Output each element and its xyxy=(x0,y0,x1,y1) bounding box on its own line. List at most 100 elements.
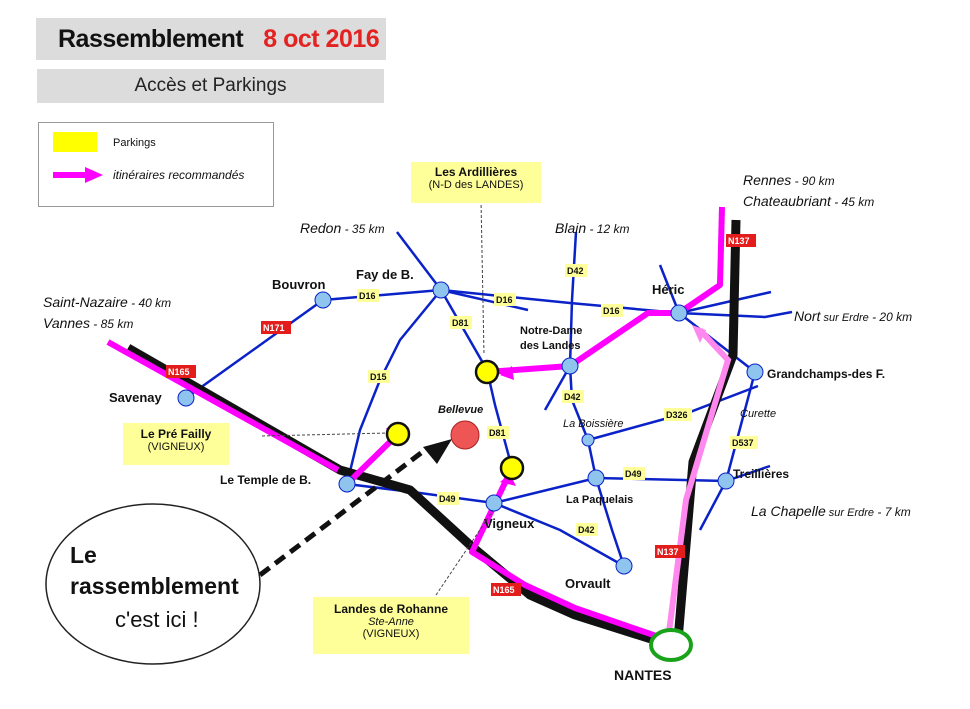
dest-saint-nazaire: Saint-Nazaire - 40 km xyxy=(43,294,171,310)
site-pointer xyxy=(258,448,427,577)
dest-la-chapelle: La Chapelle sur Erdre - 7 km xyxy=(751,503,911,519)
road-d16-c: D16 xyxy=(603,306,620,316)
page-title: Rassemblement xyxy=(58,24,244,53)
page-subtitle: Accès et Parkings xyxy=(134,75,287,96)
parking-ardillieres xyxy=(474,359,500,385)
node-grandchamps xyxy=(746,363,764,381)
label-la-boissiere: La Boissière xyxy=(563,418,624,430)
node-temple xyxy=(338,475,356,493)
label-notre-dame: Notre-Dame xyxy=(520,325,582,337)
callout-rohanne-name: Landes de Rohanne xyxy=(333,602,449,616)
label-curette: Curette xyxy=(740,408,776,420)
road-d49 xyxy=(346,464,771,505)
site-bellevue-marker xyxy=(450,420,480,450)
label-bellevue: Bellevue xyxy=(438,404,483,416)
parking-rohanne xyxy=(499,455,525,481)
road-d42-top: D42 xyxy=(567,266,584,276)
road-n171: N171 xyxy=(263,323,285,333)
callout-rohanne: Landes de Rohanne Ste-Anne (VIGNEUX) xyxy=(313,597,469,654)
dest-nort: Nort sur Erdre - 20 km xyxy=(794,308,912,324)
dest-redon: Redon - 35 km xyxy=(300,220,385,236)
subtitle-banner: Accès et Parkings xyxy=(37,69,384,103)
road-d16-west xyxy=(322,288,442,302)
road-labels: N137 D42 D16 D16 D16 N171 D81 N165 D15 D… xyxy=(166,234,758,596)
route-from-rennes xyxy=(486,206,725,375)
parking-pre-failly xyxy=(385,421,411,447)
place-labels: Bouvron Fay de B. Héric Notre-Dame des L… xyxy=(109,267,885,683)
ellipse-line1: Le xyxy=(70,542,97,568)
dest-chateaubriant: Chateaubriant - 45 km xyxy=(743,193,874,209)
node-fay xyxy=(432,281,450,299)
legend: Parkings itinéraires recommandés xyxy=(38,122,274,207)
road-d16-east xyxy=(440,288,680,315)
road-d42-mid: D42 xyxy=(564,392,581,402)
road-d326: D326 xyxy=(666,410,688,420)
node-paquelais xyxy=(587,469,605,487)
route-from-nantes xyxy=(469,466,669,643)
dest-vannes: Vannes - 85 km xyxy=(43,315,133,331)
arrowhead-rohanne xyxy=(500,474,516,486)
node-savenay xyxy=(177,389,195,407)
road-n165-b: N165 xyxy=(493,585,515,595)
road-n137-low: N137 xyxy=(657,547,679,557)
label-temple: Le Temple de B. xyxy=(220,473,311,487)
arrowhead-ardillieres xyxy=(500,366,514,380)
label-orvault: Orvault xyxy=(565,576,611,591)
legend-parkings-label: Parkings xyxy=(113,137,156,149)
parking-swatch xyxy=(53,132,97,152)
nantes-marker xyxy=(649,628,693,662)
dest-blain: Blain - 12 km xyxy=(555,220,629,236)
node-notre-dame xyxy=(561,357,579,375)
site-ellipse xyxy=(45,503,261,665)
road-heric-east xyxy=(678,290,772,315)
route-from-west xyxy=(106,339,340,473)
label-paquelais: La Paquelais xyxy=(566,494,633,506)
road-d42 xyxy=(568,231,626,567)
road-d49-a: D49 xyxy=(625,469,642,479)
label-bouvron: Bouvron xyxy=(272,277,326,292)
callout-pointers xyxy=(261,199,501,596)
callout-pre-failly-sub: (VIGNEUX) xyxy=(147,441,205,453)
title-banner: Rassemblement 8 oct 2016 xyxy=(36,18,386,60)
callout-ardillieres-sub: (N-D des LANDES) xyxy=(428,179,524,191)
ellipse-line3: c'est ici ! xyxy=(115,607,199,632)
dest-rennes: Rennes - 90 km xyxy=(743,172,835,188)
node-boissiere xyxy=(581,433,595,447)
event-date: 8 oct 2016 xyxy=(263,24,380,53)
callout-pre-failly: Le Pré Failly (VIGNEUX) xyxy=(123,423,229,465)
arrowhead-heric xyxy=(692,325,706,343)
road-d15 xyxy=(345,289,442,485)
node-treillieres xyxy=(717,472,735,490)
minor-place-labels: Curette La Boissière xyxy=(563,408,776,430)
label-savenay: Savenay xyxy=(109,390,163,405)
route-arrow-icon xyxy=(53,167,103,183)
label-treillieres: Treillières xyxy=(733,467,789,481)
destination-labels: Redon - 35 km Blain - 12 km Rennes - 90 … xyxy=(43,172,912,519)
road-fay-nd xyxy=(440,288,529,312)
label-nantes: NANTES xyxy=(614,667,672,683)
recommended-routes xyxy=(106,206,725,643)
road-d81-a: D81 xyxy=(452,318,469,328)
road-n165-a: N165 xyxy=(168,367,190,377)
callout-rohanne-sub: (VIGNEUX) xyxy=(362,628,420,640)
route-return-light xyxy=(665,327,732,641)
road-d16-b: D16 xyxy=(496,295,513,305)
parking-markers xyxy=(385,359,525,481)
label-vigneux: Vigneux xyxy=(484,516,535,531)
legend-routes-label: itinéraires recommandés xyxy=(113,168,245,182)
ellipse-line2: rassemblement xyxy=(70,573,239,599)
road-orvault xyxy=(493,501,625,568)
node-heric xyxy=(670,304,688,322)
road-n171 xyxy=(185,298,324,400)
town-nodes xyxy=(177,281,764,575)
label-heric: Héric xyxy=(652,282,685,297)
road-d42-low: D42 xyxy=(578,525,595,535)
road-d15: D15 xyxy=(370,372,387,382)
label-des-landes: des Landes xyxy=(520,340,581,352)
road-heric-grandchamps xyxy=(678,312,756,373)
callout-rohanne-place: Ste-Anne xyxy=(368,616,414,628)
road-n137-top: N137 xyxy=(728,236,750,246)
node-orvault xyxy=(615,557,633,575)
road-heric-nort xyxy=(678,310,793,319)
